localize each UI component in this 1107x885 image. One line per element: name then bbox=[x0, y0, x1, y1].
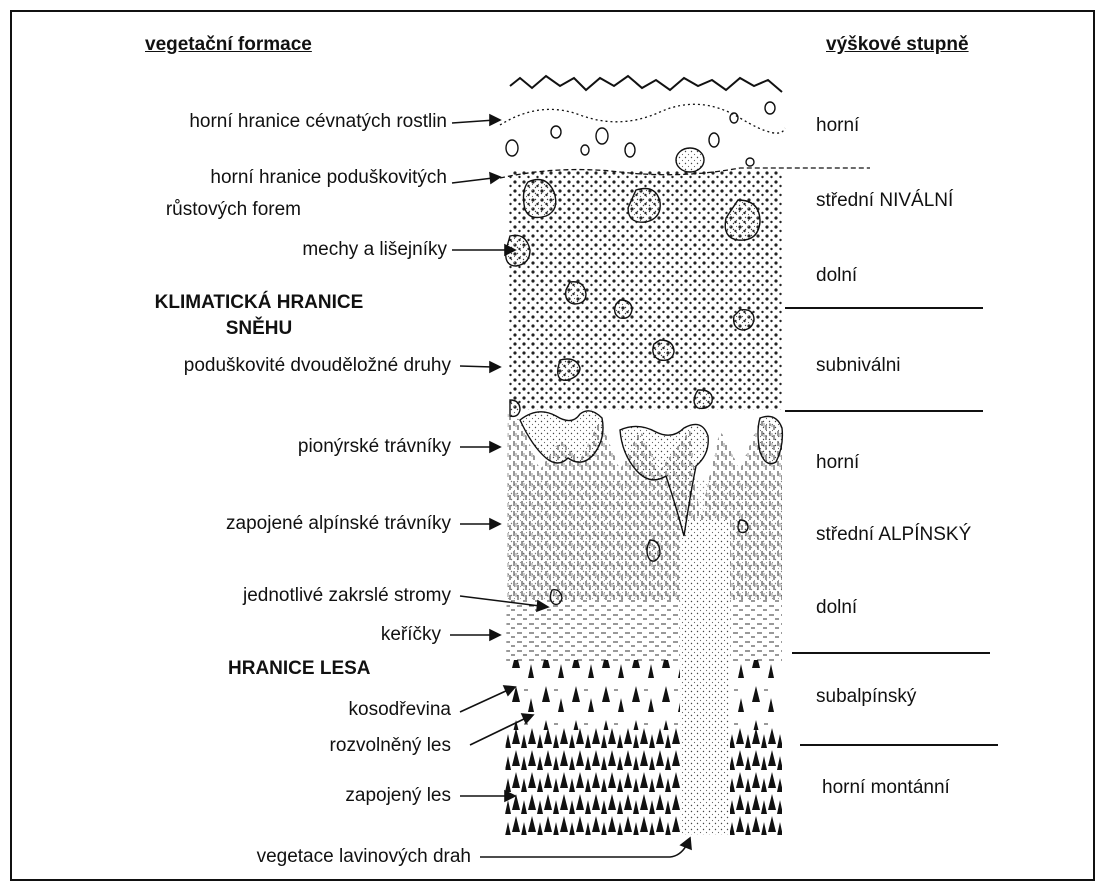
label-mosses-lichens: mechy a lišejníky bbox=[302, 238, 447, 262]
zone-nival-lower: dolní bbox=[816, 264, 857, 288]
label-upper-limit-vascular-plants: horní hranice cévnatých rostlin bbox=[189, 110, 447, 134]
zone-subalpine: subalpínský bbox=[816, 685, 916, 709]
label-single-dwarf-trees: jednotlivé zakrslé stromy bbox=[243, 584, 451, 608]
label-dwarf-shrubs: keříčky bbox=[381, 623, 441, 647]
label-forest-line: HRANICE LESA bbox=[228, 656, 408, 682]
header-vegetation-formations: vegetační formace bbox=[145, 34, 312, 56]
label-cushion-forms-line-2: růstových forem bbox=[166, 198, 301, 222]
label-closed-alpine-grasslands: zapojené alpínské trávníky bbox=[226, 512, 451, 536]
zone-subnival: subniválni bbox=[816, 354, 901, 378]
label-climatic-snow-line-2: SNĚHU bbox=[112, 316, 406, 342]
zone-alpine-middle: střední ALPÍNSKÝ bbox=[816, 523, 971, 547]
label-climatic-snow-line: KLIMATICKÁ HRANICE bbox=[112, 290, 406, 316]
label-cushion-dicots: poduškovité dvouděložné druhy bbox=[184, 354, 451, 378]
header-altitude-zones: výškové stupně bbox=[826, 34, 969, 56]
zone-alpine-lower: dolní bbox=[816, 596, 857, 620]
label-closed-forest: zapojený les bbox=[345, 784, 451, 808]
label-dwarf-pine: kosodřevina bbox=[349, 698, 451, 722]
zone-upper-montane: horní montánní bbox=[822, 776, 950, 800]
label-upper-limit-cushion-forms: horní hranice poduškovitých bbox=[210, 166, 447, 190]
label-open-forest: rozvolněný les bbox=[330, 734, 451, 758]
zone-nival-middle: střední NIVÁLNÍ bbox=[816, 189, 953, 213]
zone-alpine-upper: horní bbox=[816, 451, 859, 475]
zone-nival-upper: horní bbox=[816, 114, 859, 138]
label-pioneer-grasslands: pionýrské trávníky bbox=[298, 435, 451, 459]
label-avalanche-track-vegetation: vegetace lavinových drah bbox=[257, 845, 471, 869]
